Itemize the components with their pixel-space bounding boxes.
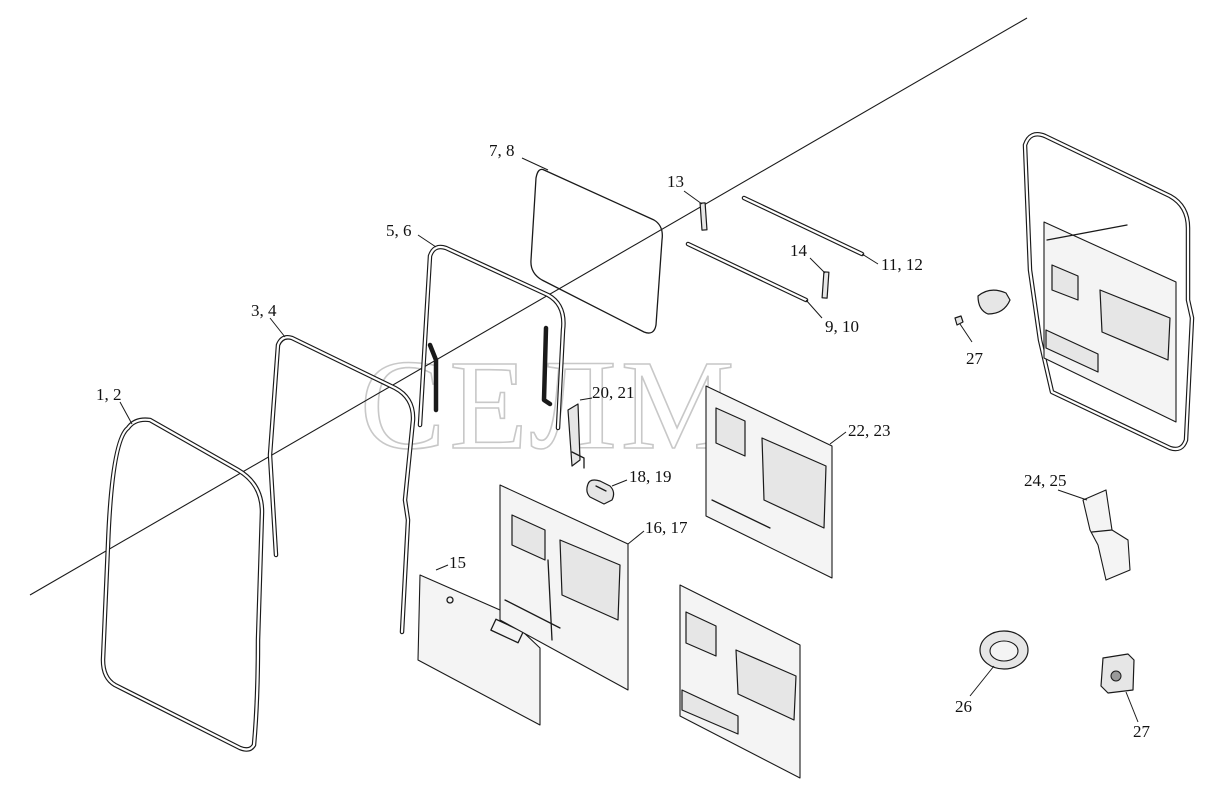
label-part-22-23: 22, 23 — [848, 421, 891, 440]
label-part-15: 15 — [449, 553, 466, 572]
part-glass-7-8 — [530, 168, 663, 334]
part-door-assembly — [1022, 132, 1195, 452]
label-part-27-top: 27 — [966, 349, 984, 368]
label-part-7-8: 7, 8 — [489, 141, 515, 160]
label-part-9-10: 9, 10 — [825, 317, 859, 336]
part-plug-27-bottom — [1100, 653, 1135, 694]
label-part-1-2: 1, 2 — [96, 385, 122, 404]
part-14 — [821, 271, 830, 299]
part-13 — [699, 202, 708, 231]
part-seal-24-25 — [1082, 489, 1131, 581]
part-bracket-20-21 — [567, 403, 581, 467]
label-part-11-12: 11, 12 — [881, 255, 923, 274]
label-part-24-25: 24, 25 — [1024, 471, 1067, 490]
assembly-axis-line — [29, 17, 1028, 596]
part-window-channel-5-6 — [417, 244, 566, 431]
part-door-seal-1-2 — [100, 417, 265, 752]
part-trim-panel-assembly — [679, 584, 801, 779]
label-part-18-19: 18, 19 — [629, 467, 672, 486]
part-trim-panel-22-23 — [705, 385, 833, 579]
part-trim-panel-16-17 — [499, 484, 629, 691]
label-part-14: 14 — [790, 241, 808, 260]
label-part-27-bottom: 27 — [1133, 722, 1151, 741]
label-part-13: 13 — [667, 172, 684, 191]
label-part-5-6: 5, 6 — [386, 221, 412, 240]
part-clip-27-top — [954, 289, 1011, 326]
leader-lines — [119, 157, 1139, 723]
part-grommet-26 — [979, 630, 1029, 670]
label-part-16-17: 16, 17 — [645, 518, 688, 537]
label-part-20-21: 20, 21 — [592, 383, 635, 402]
part-handle-18-19 — [586, 479, 615, 505]
part-frame-seal-3-4 — [267, 335, 416, 635]
label-part-3-4: 3, 4 — [251, 301, 277, 320]
label-part-26: 26 — [955, 697, 972, 716]
